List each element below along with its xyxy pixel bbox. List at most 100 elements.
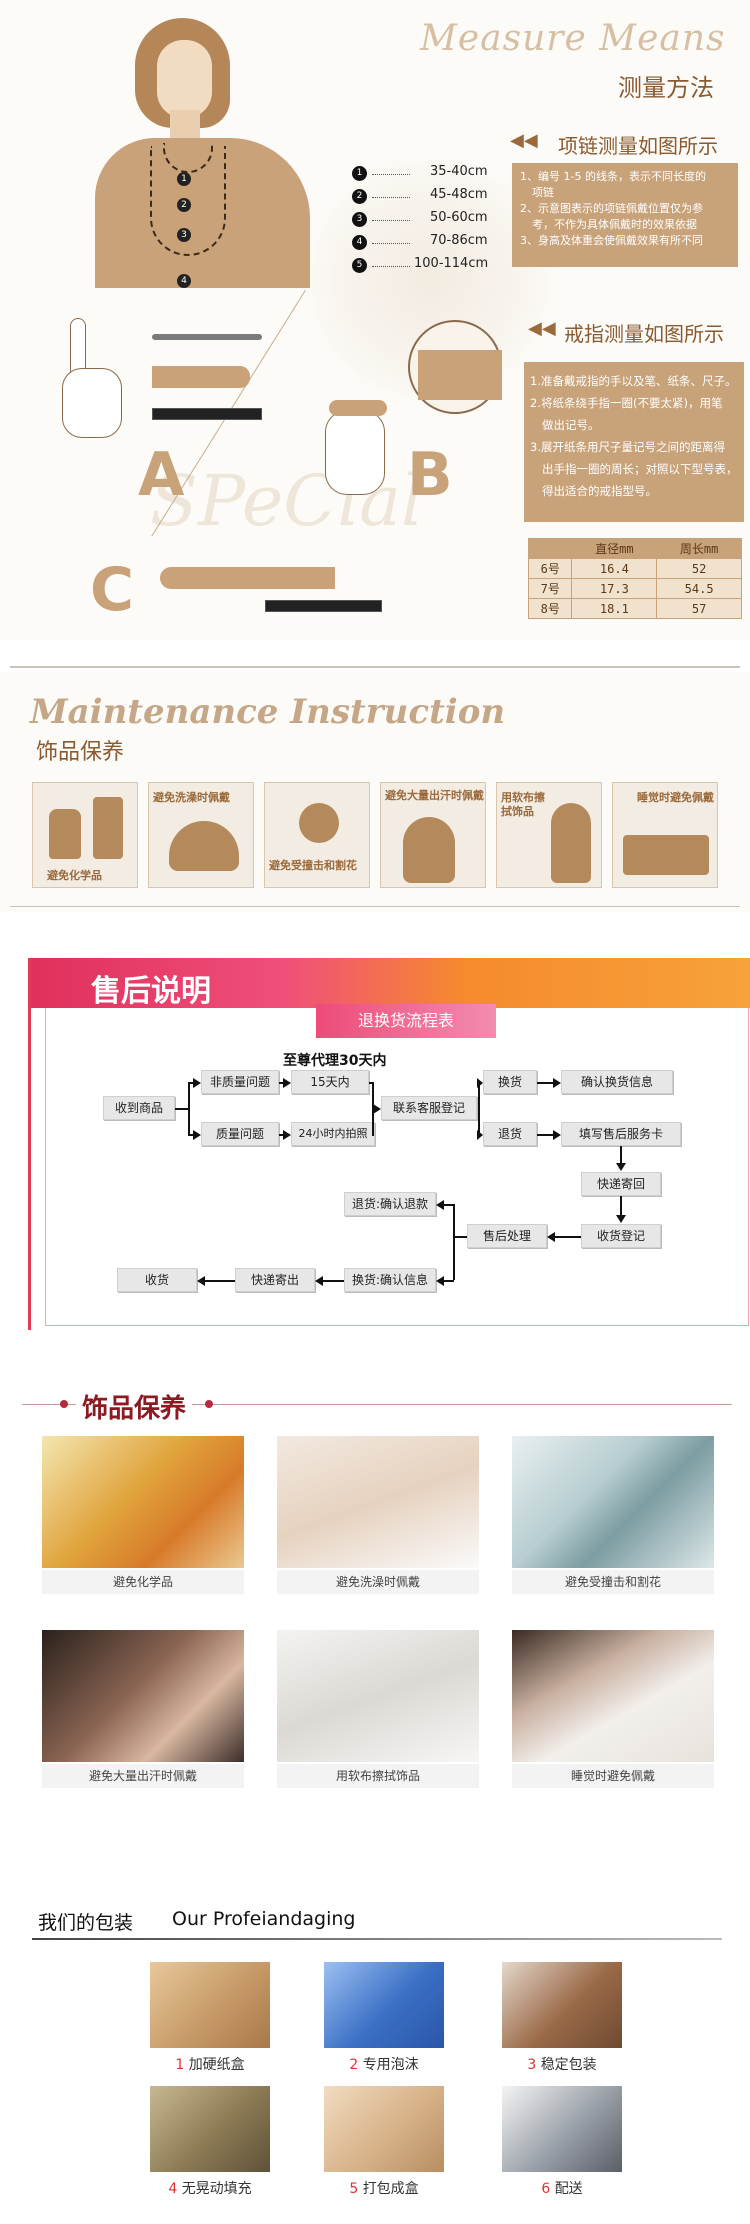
table-header-row: 直径mm 周长mm bbox=[527, 538, 742, 559]
package-label: 稳定包装 bbox=[540, 2057, 597, 2073]
length-range: 50-60cm bbox=[430, 210, 488, 225]
necklace-length-row: 3 50-60cm bbox=[352, 210, 492, 233]
package-item: 2 专用泡沫 bbox=[324, 1962, 444, 2074]
cardboard-box-photo bbox=[150, 1962, 270, 2048]
connector-line bbox=[205, 1280, 235, 1282]
measure-title-cn: 测量方法 bbox=[618, 74, 714, 102]
ruler-a bbox=[152, 408, 262, 420]
bed-icon bbox=[623, 835, 709, 875]
sweat-photo bbox=[42, 1630, 244, 1762]
note-line: 1、编号 1-5 的线条，表示不同长度的 bbox=[520, 170, 706, 183]
filled-box-photo bbox=[150, 2086, 270, 2172]
section-divider bbox=[10, 666, 740, 668]
aftersale-section: 售后说明 退换货流程表 至尊代理30天内 收到商品 非质量问题 质量问题 15天… bbox=[28, 958, 750, 1330]
leader-line bbox=[372, 174, 410, 175]
bath-figure-icon bbox=[169, 821, 239, 871]
table-cell: 52 bbox=[656, 558, 742, 579]
package-item: 1 加硬纸盒 bbox=[150, 1962, 270, 2074]
flow-node-quality: 质量问题 bbox=[201, 1122, 279, 1146]
package-caption: 1 加硬纸盒 bbox=[150, 2054, 270, 2074]
card-caption: 避免化学品 bbox=[42, 1570, 244, 1594]
arrow-right-icon bbox=[477, 1078, 483, 1088]
care-title: 饰品保养 bbox=[76, 1388, 193, 1425]
connector-line bbox=[453, 1236, 467, 1238]
length-num-badge: 4 bbox=[352, 235, 367, 250]
wiping-figure-icon bbox=[551, 803, 591, 883]
table-cell: 16.4 bbox=[571, 558, 658, 579]
tile-label: 避免受撞击和割花 bbox=[269, 859, 357, 872]
flow-period-label: 至尊代理30天内 bbox=[283, 1053, 387, 1069]
package-number: 5 bbox=[349, 2181, 359, 2197]
flow-node-photo: 24小时内拍照 bbox=[291, 1122, 375, 1146]
note-line: 做出记号。 bbox=[542, 418, 600, 432]
paper-strip-c bbox=[160, 567, 335, 589]
care-tile-chemicals: 避免化学品 bbox=[32, 782, 138, 888]
care-tile-bath: 避免洗澡时佩戴 bbox=[148, 782, 254, 888]
note-line: 项链 bbox=[532, 186, 554, 199]
connector-line bbox=[279, 1082, 283, 1084]
ring-heading-arrow-icon: ◀◀ bbox=[528, 318, 556, 339]
arrow-right-icon bbox=[553, 1078, 561, 1088]
face-shape bbox=[157, 40, 212, 118]
package-number: 1 bbox=[175, 2057, 185, 2073]
measure-section: SPeCial 1 2 3 4 Measure Means 测量方法 ◀◀ 项链… bbox=[0, 0, 750, 640]
necklace-line-3 bbox=[150, 146, 226, 256]
leader-line bbox=[372, 197, 410, 198]
package-number: 2 bbox=[349, 2057, 359, 2073]
package-item: 5 打包成盒 bbox=[324, 2086, 444, 2198]
note-line: 3.展开纸条用尺子量记号之间的距离得 bbox=[530, 440, 725, 454]
palm-shape bbox=[62, 368, 122, 438]
hand-a-illustration bbox=[62, 318, 132, 438]
arrow-right-icon bbox=[193, 1130, 201, 1140]
connector-line bbox=[620, 1146, 622, 1164]
flow-node-receipt: 收货 bbox=[117, 1268, 197, 1292]
package-number: 6 bbox=[541, 2181, 551, 2197]
table-cell: 18.1 bbox=[571, 598, 658, 619]
care-card: 避免大量出汗时佩戴 bbox=[42, 1630, 244, 1790]
bath-photo bbox=[277, 1436, 479, 1568]
arrow-down-icon bbox=[616, 1163, 626, 1171]
card-caption: 避免洗澡时佩戴 bbox=[277, 1570, 479, 1594]
connector-line bbox=[188, 1082, 194, 1084]
section-divider bbox=[10, 906, 740, 907]
connector-line bbox=[453, 1204, 455, 1280]
care-tile-impact: 避免受撞击和割花 bbox=[264, 782, 370, 888]
table-row: 8号 18.1 57 bbox=[527, 598, 742, 619]
table-cell: 17.3 bbox=[571, 578, 658, 599]
package-number: 4 bbox=[168, 2181, 178, 2197]
table-cell: 6号 bbox=[527, 558, 573, 579]
table-header-cell: 周长mm bbox=[656, 538, 742, 559]
flow-node-receive: 收到商品 bbox=[103, 1096, 175, 1120]
connector-line bbox=[620, 1196, 622, 1216]
pen-icon bbox=[152, 334, 262, 340]
connector-line bbox=[444, 1280, 454, 1282]
table-row: 6号 16.4 52 bbox=[527, 558, 742, 579]
card-caption: 睡觉时避免佩戴 bbox=[512, 1764, 714, 1788]
package-label: 无晃动填充 bbox=[181, 2181, 252, 2197]
tile-label: 睡觉时避免佩戴 bbox=[637, 791, 714, 804]
marker-1: 1 bbox=[177, 172, 191, 186]
package-caption: 2 专用泡沫 bbox=[324, 2054, 444, 2074]
tile-label: 用软布擦拭饰品 bbox=[501, 791, 545, 818]
arrow-left-icon bbox=[315, 1276, 323, 1286]
leader-line bbox=[372, 266, 410, 267]
ring-heading: 戒指测量如图所示 bbox=[564, 322, 724, 346]
necklace-heading-arrow-icon: ◀◀ bbox=[510, 130, 538, 151]
length-range: 100-114cm bbox=[414, 256, 489, 271]
tile-label: 避免洗澡时佩戴 bbox=[153, 791, 230, 804]
care-card: 用软布擦拭饰品 bbox=[277, 1630, 479, 1790]
table-cell: 57 bbox=[656, 598, 742, 619]
note-line: 2.将纸条绕手指一圈(不要太紧)，用笔 bbox=[530, 396, 723, 410]
necklace-length-row: 5 100-114cm bbox=[352, 256, 492, 279]
care-section: 饰品保养 避免化学品 避免洗澡时佩戴 避免受撞击和割花 避免大量出汗时佩戴 用软… bbox=[0, 1380, 750, 1820]
woman-illustration: 1 2 3 4 bbox=[95, 18, 315, 288]
care-card: 避免化学品 bbox=[42, 1436, 244, 1596]
arrow-right-icon bbox=[283, 1130, 291, 1140]
package-caption: 3 稳定包装 bbox=[502, 2054, 622, 2074]
arrow-right-icon bbox=[283, 1078, 291, 1088]
length-range: 35-40cm bbox=[430, 164, 488, 179]
marker-2: 2 bbox=[177, 198, 191, 212]
necklace-length-row: 4 70-86cm bbox=[352, 233, 492, 256]
packaging-section: 我们的包装 Our Profeiandaging 1 加硬纸盒 2 专用泡沫 3… bbox=[0, 1896, 750, 2224]
maintenance-script-title: Maintenance Instruction bbox=[30, 692, 506, 732]
